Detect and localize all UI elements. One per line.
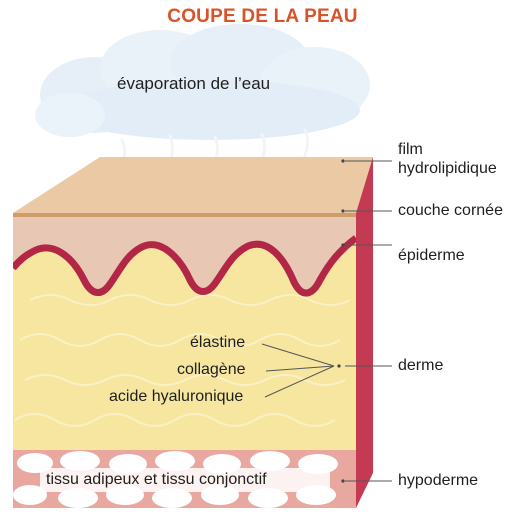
skin-front-face [13, 208, 356, 508]
label-derme: derme [398, 357, 443, 375]
label-film: film [398, 141, 423, 159]
label-collagene: collagène [177, 361, 246, 379]
label-adipose: tissu adipeux et tissu conjonctif [46, 471, 267, 489]
label-acide-hyaluronique: acide hyaluronique [109, 388, 243, 406]
cloud-label: évaporation de l’eau [117, 75, 270, 93]
label-hypoderme: hypoderme [398, 472, 478, 490]
label-epiderme: épiderme [398, 247, 465, 265]
label-hydrolipidique: hydrolipidique [398, 160, 497, 178]
skin-side-face [356, 157, 373, 508]
label-elastine: élastine [190, 334, 245, 352]
label-couche-cornee: couche cornée [398, 202, 503, 220]
skin-surface-top [13, 157, 373, 213]
